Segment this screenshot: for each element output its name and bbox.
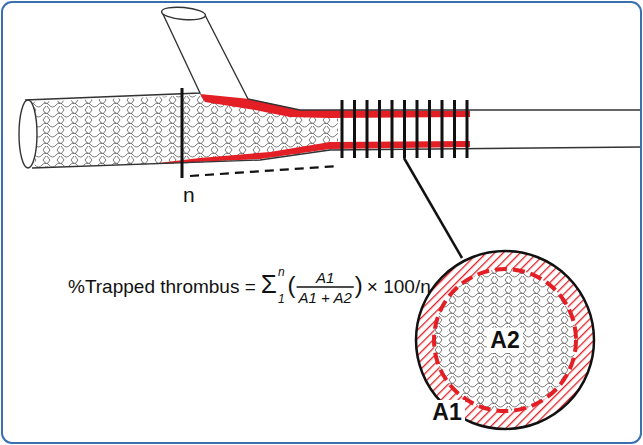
- sum-symbol: Σ: [261, 271, 277, 297]
- section-line: [403, 100, 406, 158]
- area-label: A1: [429, 400, 464, 425]
- section-line: [366, 100, 369, 158]
- span-line: [190, 166, 338, 176]
- fraction-numerator: A1: [316, 270, 334, 285]
- section-line: [453, 100, 456, 158]
- section-line: [378, 100, 381, 158]
- vessel-end: [19, 100, 37, 168]
- leader-line: [404, 158, 462, 258]
- fraction-bar: [297, 286, 354, 287]
- section-index: n: [183, 184, 195, 205]
- fraction-denominator: A1 + A2: [299, 290, 352, 305]
- sum-lower: 1: [278, 293, 285, 305]
- section-line: [391, 100, 394, 158]
- paren: ): [355, 273, 363, 297]
- lumen-border: [434, 269, 576, 411]
- cross-section: [416, 251, 594, 429]
- formula-text: × 100/n: [367, 277, 431, 296]
- section-line: [353, 100, 356, 158]
- stent-mesh: [30, 95, 338, 167]
- section-line: [441, 100, 444, 158]
- section-line: [428, 100, 431, 158]
- section-line: [341, 100, 344, 158]
- paren: (: [288, 273, 296, 297]
- section-marker: [181, 88, 184, 178]
- lumen-area: [434, 269, 576, 411]
- sum-upper: n: [278, 266, 285, 278]
- area-label: A2: [487, 328, 522, 353]
- section-lines: [342, 100, 467, 158]
- vessel-end: [161, 6, 206, 22]
- vessel: [19, 6, 641, 429]
- section-line: [466, 100, 469, 158]
- thrombus-area: [416, 251, 594, 429]
- formula-text: %Trapped thrombus =: [68, 277, 256, 296]
- section-line: [416, 100, 419, 158]
